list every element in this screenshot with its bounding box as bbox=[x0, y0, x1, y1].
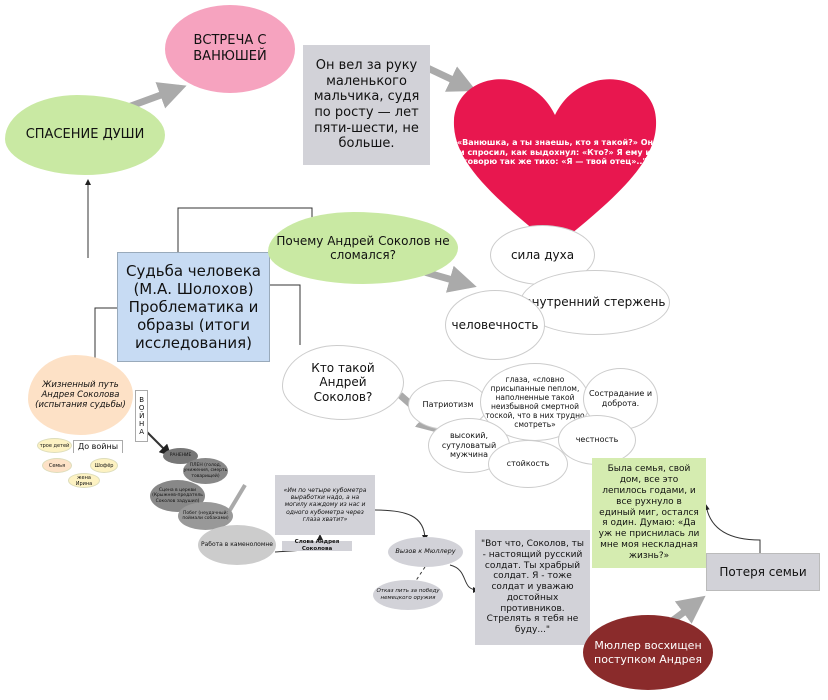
family: Семья bbox=[42, 458, 72, 473]
answer-core: внутренний стержень bbox=[520, 270, 670, 335]
wife: жена Ирина bbox=[68, 473, 100, 488]
muller-admired: Мюллер восхищен поступком Андрея bbox=[583, 615, 713, 690]
driver: Шофёр bbox=[90, 458, 118, 473]
heart-text: «Ванюшка, а ты знаешь, кто я такой?» Он … bbox=[456, 138, 654, 167]
war-quarry: Работа в каменоломне bbox=[198, 525, 276, 565]
answer-humanity: человечность bbox=[445, 290, 545, 360]
before-war-label: До войны bbox=[73, 440, 123, 453]
trait-resilience: стойкость bbox=[488, 440, 568, 488]
life-path-cloud: Жизненный путь Андрея Соколова (испытани… bbox=[28, 355, 133, 435]
war-captivity: ПЛЕН (голод, унижения, смерть товарищей) bbox=[183, 458, 228, 484]
who-cloud: Кто такой Андрей Соколов? bbox=[282, 345, 404, 420]
refusal-to-drink: Отказ пить за победу немецкого оружия bbox=[373, 580, 443, 610]
why-cloud: Почему Андрей Соколов не сломался? bbox=[268, 212, 458, 284]
heart-shape bbox=[453, 79, 657, 247]
words-label: Слова Андрея Соколова bbox=[282, 539, 352, 552]
children: трое детей bbox=[37, 438, 72, 453]
salvation-cloud: СПАСЕНИЕ ДУШИ bbox=[5, 95, 165, 175]
meeting-bubble: ВСТРЕЧА С ВАНЮШЕЙ bbox=[165, 5, 295, 93]
trait-honesty: честность bbox=[558, 415, 636, 465]
central-topic: Судьба человека (М.А. Шолохов) Проблемат… bbox=[117, 252, 270, 362]
call-to-muller: Вызов к Мюллеру bbox=[388, 537, 463, 567]
quote-box: Он вел за руку маленького мальчика, судя… bbox=[303, 45, 430, 165]
family-quote: Была семья, свой дом, все это лепилось г… bbox=[592, 458, 706, 568]
sokolov-words: «Им по четыре кубометра выработки надо, … bbox=[275, 475, 375, 535]
war-label: ВОЙНА bbox=[135, 390, 148, 442]
war-wound: РАНЕНИЕ bbox=[163, 448, 198, 464]
family-loss: Потеря семьи bbox=[706, 553, 820, 591]
muller-speech: "Вот что, Соколов, ты - настоящий русски… bbox=[475, 530, 590, 645]
